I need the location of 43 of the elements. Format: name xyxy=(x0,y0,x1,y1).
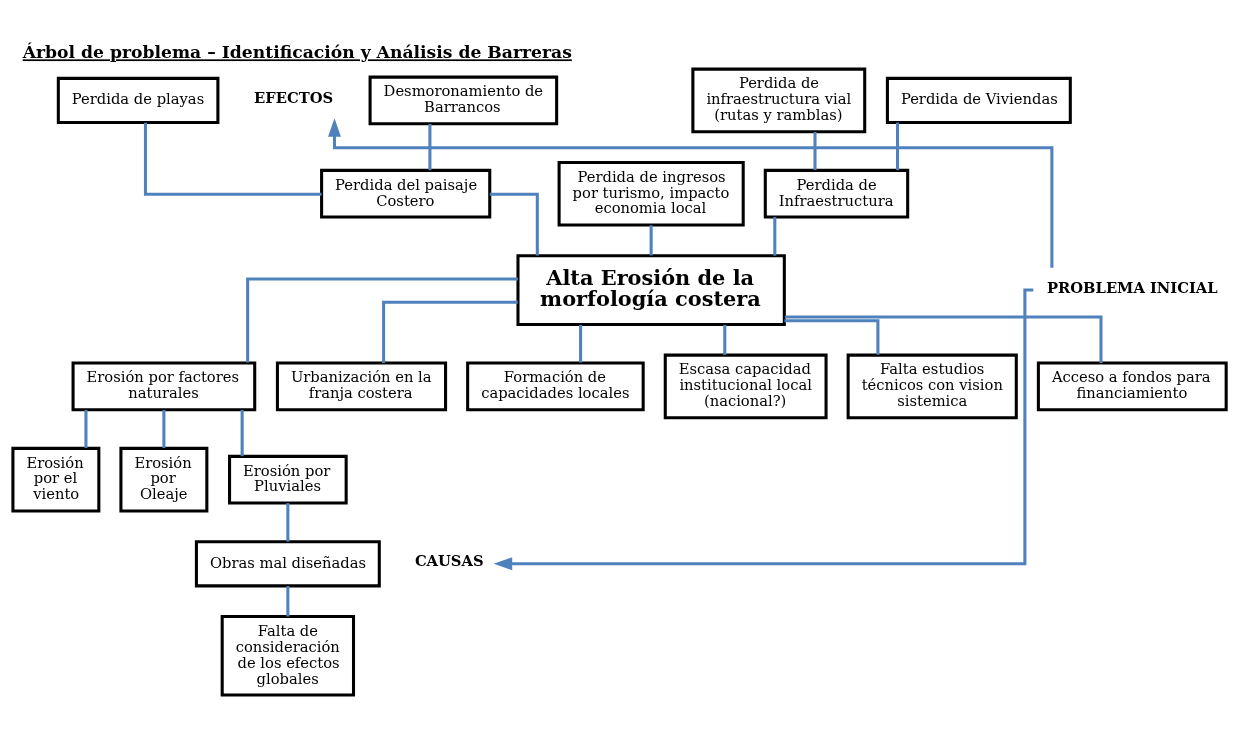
node-box: Erosión por Oleaje xyxy=(119,446,209,513)
connector xyxy=(579,324,583,363)
node-box: Perdida de Infraestructura xyxy=(763,168,910,219)
node-text: EFECTOS xyxy=(254,89,334,107)
arrow xyxy=(493,288,1034,571)
connector xyxy=(246,277,518,363)
diagram-title: Árbol de problema – Identificación y Análisis de Barreras xyxy=(22,42,572,63)
node-box: Erosión por Pluviales xyxy=(228,454,348,505)
connector xyxy=(286,586,290,617)
node-box: Desmoronamiento de Barrancos xyxy=(368,75,559,126)
connector xyxy=(784,319,880,355)
node-box: Falta estudios técnicos con vision sistemica xyxy=(846,353,1018,420)
node-text: PROBLEMA INICIAL xyxy=(1046,278,1218,296)
arrow xyxy=(328,118,1054,268)
connector xyxy=(382,300,518,363)
connector xyxy=(286,503,290,542)
node-box: Obras mal diseñadas xyxy=(194,540,381,588)
node-box: Urbanización en la franja costera xyxy=(275,361,448,412)
connector xyxy=(162,409,166,449)
connector xyxy=(84,409,88,449)
node-box: Perdida de infraestructura vial (rutas y ramblas) xyxy=(691,67,867,134)
node-box: Erosión por el viento xyxy=(11,446,101,513)
connector xyxy=(773,217,777,256)
connector xyxy=(784,315,1103,363)
node-box: Alta Erosión de la morfología costera xyxy=(516,254,786,326)
connector xyxy=(723,324,727,355)
node-box: Perdida de ingresos por turismo, impacto economia local xyxy=(557,160,745,227)
connector xyxy=(489,192,539,256)
node-box: Formación de capacidades locales xyxy=(466,361,645,412)
connector xyxy=(428,124,432,171)
connector xyxy=(813,132,817,171)
connector xyxy=(240,409,244,457)
node-box: Acceso a fondos para financiamiento xyxy=(1036,361,1228,412)
node-box: Perdida de Viviendas xyxy=(885,76,1072,125)
node-box: Falta de consideración de los efectos globales xyxy=(220,615,356,697)
node-text: CAUSAS xyxy=(414,552,484,570)
node-box: Perdida del paisaje Costero xyxy=(320,168,492,219)
node-box: Perdida de playas xyxy=(56,76,220,125)
node-box: Escasa capacidad institucional local (nacional?) xyxy=(663,353,828,420)
node-box: Erosión por factores naturales xyxy=(71,361,257,412)
connector xyxy=(649,225,653,256)
connector xyxy=(143,122,322,196)
connector xyxy=(896,122,900,171)
